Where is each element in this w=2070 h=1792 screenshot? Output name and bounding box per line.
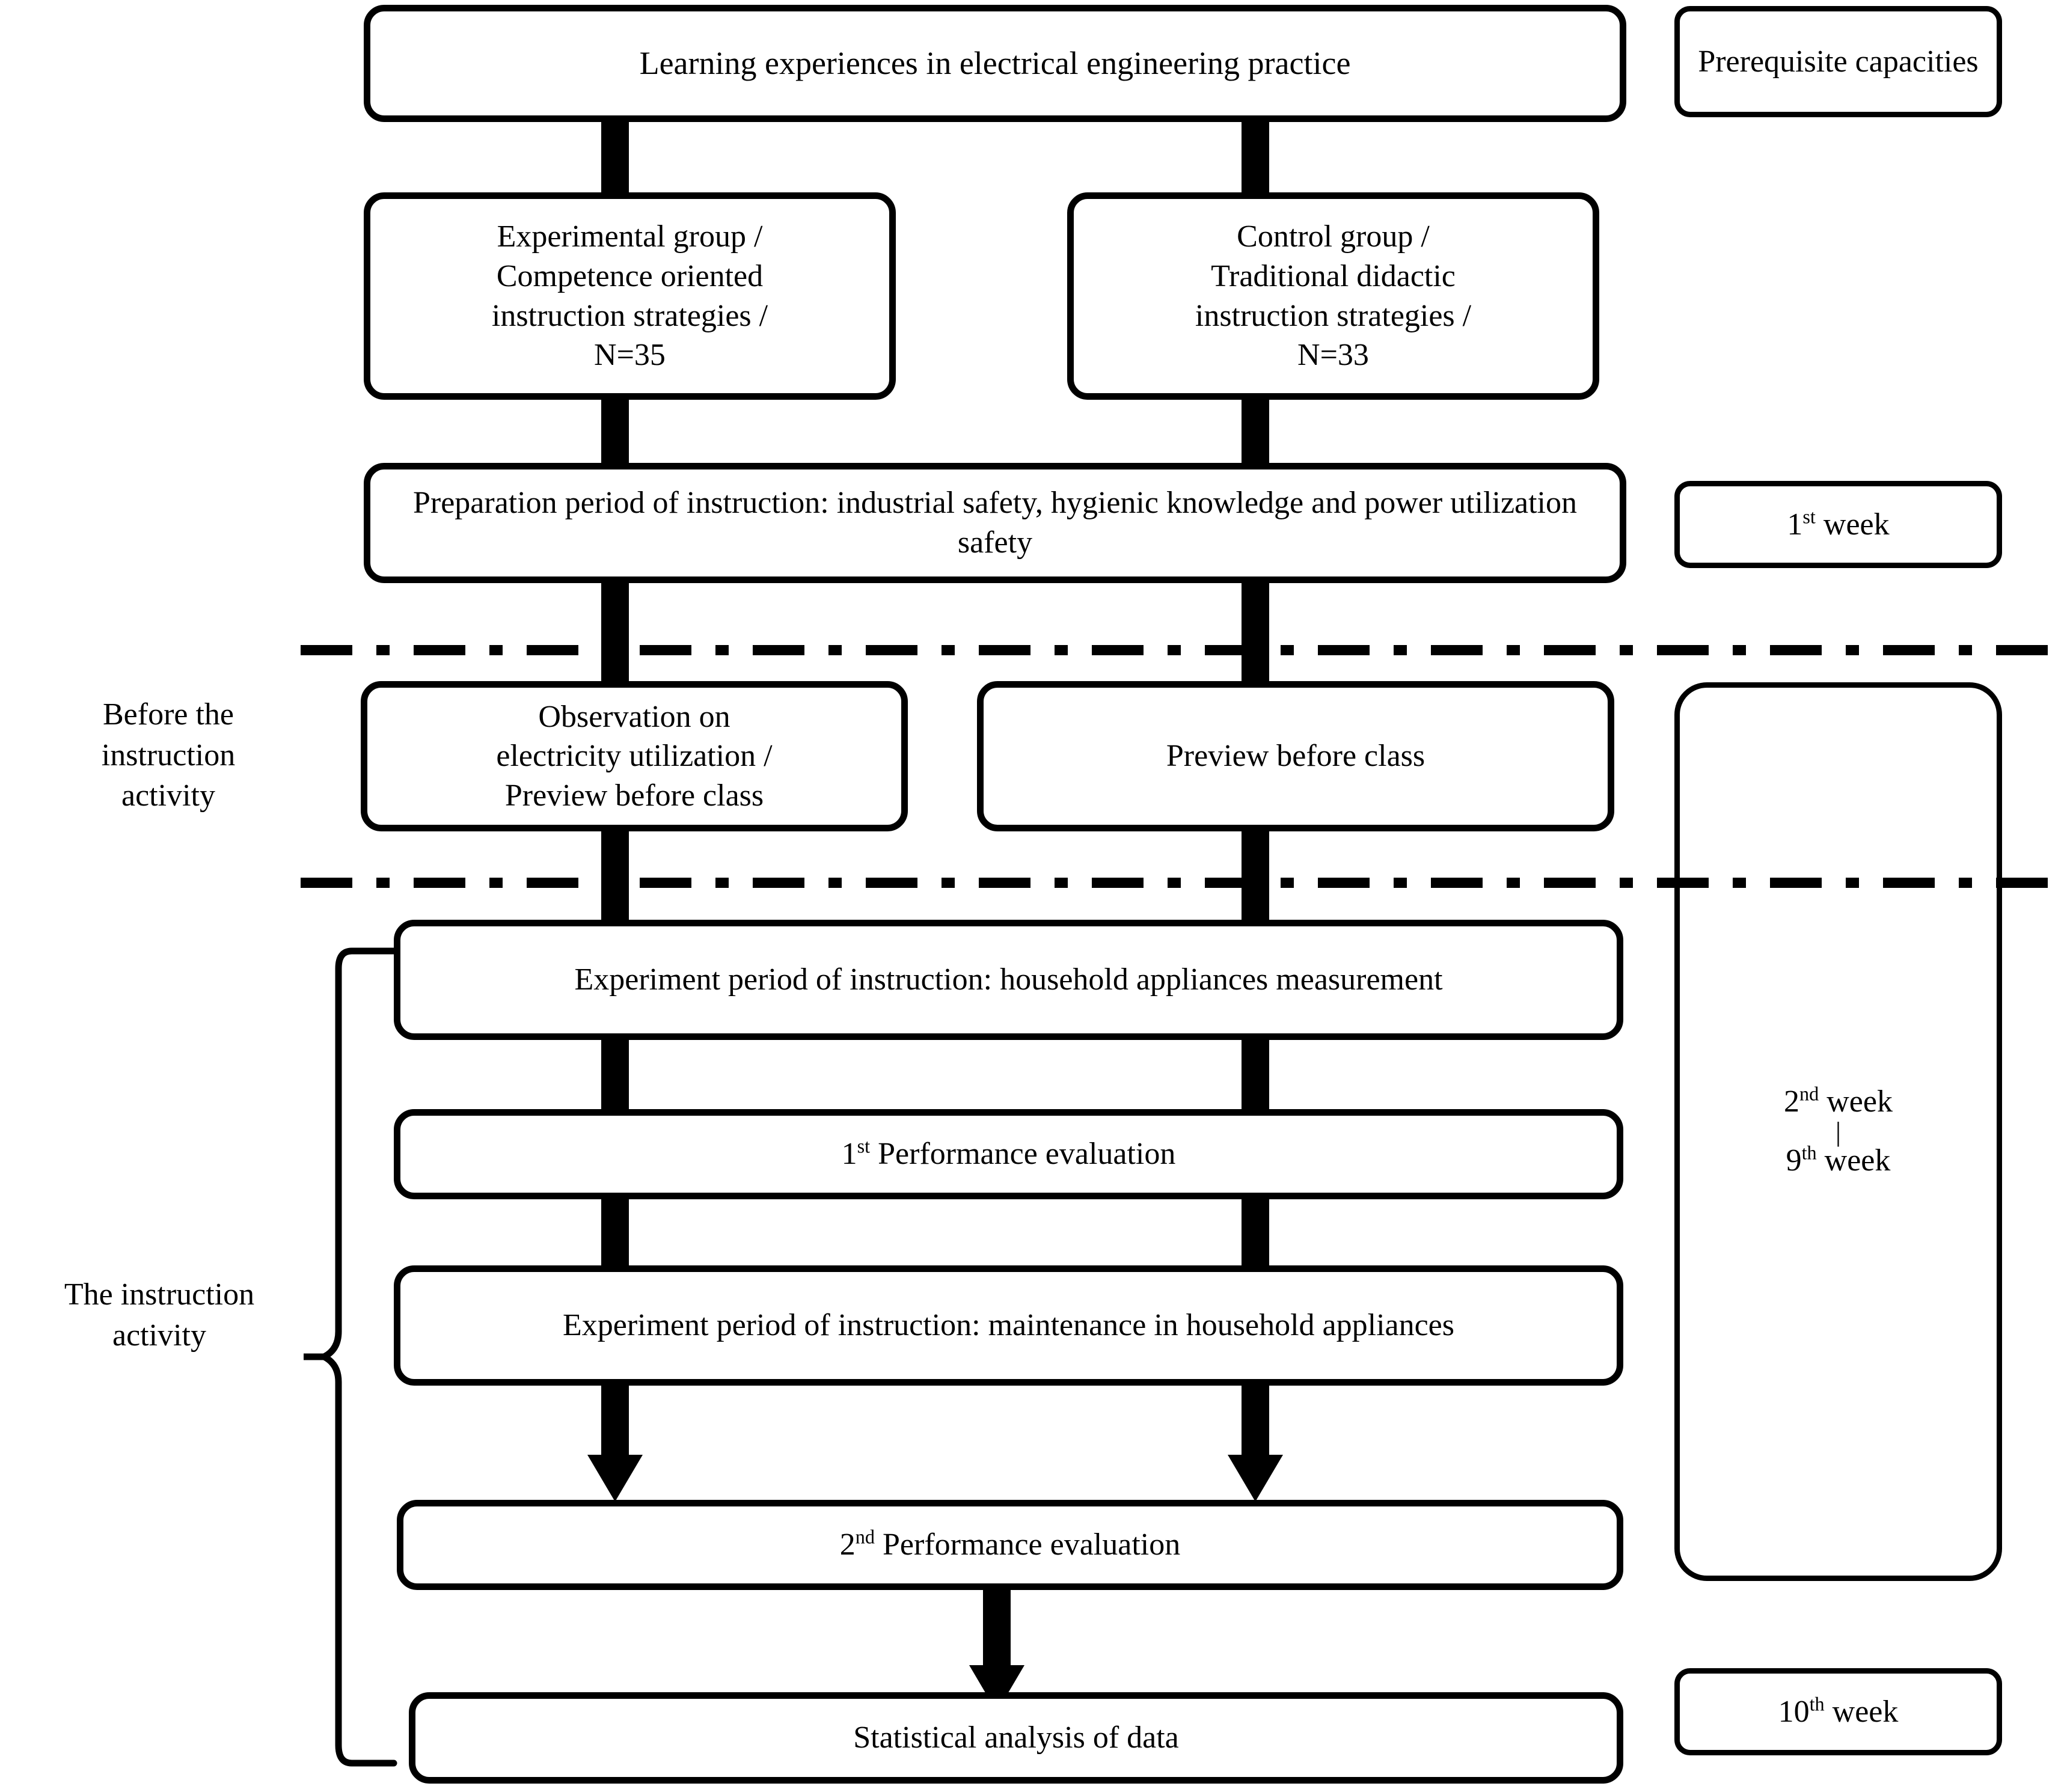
- eval2-rest: Performance evaluation: [875, 1527, 1181, 1562]
- box-learning-experiences[interactable]: Learning experiences in electrical engin…: [364, 5, 1626, 122]
- phase-label-before-instruction: Before the instruction activity: [101, 697, 236, 813]
- week1-rest: week: [1815, 507, 1890, 542]
- week10-ordinal-suffix: th: [1809, 1693, 1825, 1715]
- timeline-week-2-to-9-label: 2nd week | 9th week: [1784, 1084, 1893, 1178]
- box-experiment-maintenance[interactable]: Experiment period of instruction: mainte…: [394, 1265, 1623, 1386]
- box-preview-before-class-label: Preview before class: [1166, 739, 1425, 774]
- week-from-rest: week: [1819, 1084, 1893, 1119]
- timeline-week-10[interactable]: 10th week: [1674, 1668, 2002, 1755]
- week-range-separator: |: [1835, 1116, 1842, 1147]
- box-preparation-period-label: Preparation period of instruction: indus…: [412, 486, 1577, 560]
- week10-ordinal: 10: [1778, 1694, 1810, 1729]
- timeline-prerequisite-capacities[interactable]: Prerequisite capacities: [1674, 6, 2002, 117]
- timeline-week-1[interactable]: 1st week: [1674, 481, 2002, 568]
- box-learning-experiences-label: Learning experiences in electrical engin…: [639, 45, 1351, 82]
- box-statistical-analysis[interactable]: Statistical analysis of data: [409, 1692, 1623, 1784]
- eval1-ordinal: 1: [841, 1137, 857, 1172]
- week-from-ordinal: 2: [1784, 1084, 1800, 1119]
- week-to-ordinal: 9: [1786, 1143, 1802, 1178]
- box-preparation-period[interactable]: Preparation period of instruction: indus…: [364, 463, 1626, 583]
- box-performance-evaluation-2-label: 2nd Performance evaluation: [403, 1525, 1617, 1565]
- box-performance-evaluation-1[interactable]: 1st Performance evaluation: [394, 1109, 1623, 1199]
- eval1-ordinal-suffix: st: [857, 1135, 871, 1157]
- arrow-experiment2-to-eval2-right: [1228, 1455, 1283, 1502]
- box-performance-evaluation-2[interactable]: 2nd Performance evaluation: [397, 1500, 1623, 1590]
- box-experiment-maintenance-label: Experiment period of instruction: mainte…: [562, 1308, 1454, 1343]
- box-preview-before-class[interactable]: Preview before class: [977, 681, 1614, 831]
- week-to-suffix: th: [1801, 1142, 1817, 1164]
- connector-eval1-to-experiment2-right: [1242, 1193, 1269, 1271]
- timeline-week-2-to-9[interactable]: 2nd week | 9th week: [1674, 682, 2002, 1581]
- week-to-rest: week: [1816, 1143, 1891, 1178]
- box-control-group[interactable]: Control group / Traditional didactic ins…: [1067, 192, 1599, 400]
- connector-preparation-to-preview: [1242, 577, 1269, 697]
- box-experimental-group-label: Experimental group / Competence oriented…: [491, 219, 768, 373]
- box-statistical-analysis-label: Statistical analysis of data: [853, 1720, 1179, 1755]
- instruction-activity-brace: [304, 947, 397, 1767]
- eval2-ordinal: 2: [839, 1527, 856, 1562]
- box-experiment-measurement-label: Experiment period of instruction: househ…: [574, 962, 1443, 997]
- timeline-prerequisite-capacities-label: Prerequisite capacities: [1698, 44, 1979, 79]
- box-observation-electricity[interactable]: Observation on electricity utilization /…: [361, 681, 908, 831]
- phase-label-the-instruction: The instruction activity: [64, 1277, 255, 1353]
- week10-rest: week: [1824, 1694, 1899, 1729]
- eval2-ordinal-suffix: nd: [855, 1526, 875, 1548]
- connector-eval1-to-experiment2-left: [601, 1193, 629, 1271]
- separator-before-instruction-top: [301, 645, 2070, 655]
- week-range-from: 2nd week: [1784, 1084, 1893, 1119]
- week1-ordinal: 1: [1787, 507, 1803, 542]
- timeline-week-1-label: 1st week: [1787, 504, 1889, 545]
- connector-preparation-to-observation: [601, 577, 629, 697]
- timeline-week-10-label: 10th week: [1778, 1692, 1899, 1732]
- box-observation-electricity-label: Observation on electricity utilization /…: [496, 699, 773, 813]
- connector-eval2-to-statistical: [983, 1587, 1011, 1671]
- arrow-experiment2-to-eval2-left: [587, 1455, 643, 1502]
- box-performance-evaluation-1-label: 1st Performance evaluation: [400, 1134, 1617, 1174]
- eval1-rest: Performance evaluation: [870, 1137, 1176, 1172]
- box-control-group-label: Control group / Traditional didactic ins…: [1195, 219, 1472, 373]
- week-range-to: 9th week: [1786, 1143, 1891, 1178]
- connector-experiment1-to-eval1-left: [601, 1034, 629, 1118]
- connector-experiment1-to-eval1-right: [1242, 1034, 1269, 1118]
- box-experiment-measurement[interactable]: Experiment period of instruction: househ…: [394, 920, 1623, 1040]
- separator-before-instruction-bottom: [301, 878, 2070, 888]
- box-experimental-group[interactable]: Experimental group / Competence oriented…: [364, 192, 896, 400]
- week-from-suffix: nd: [1799, 1083, 1819, 1105]
- week1-ordinal-suffix: st: [1802, 506, 1816, 528]
